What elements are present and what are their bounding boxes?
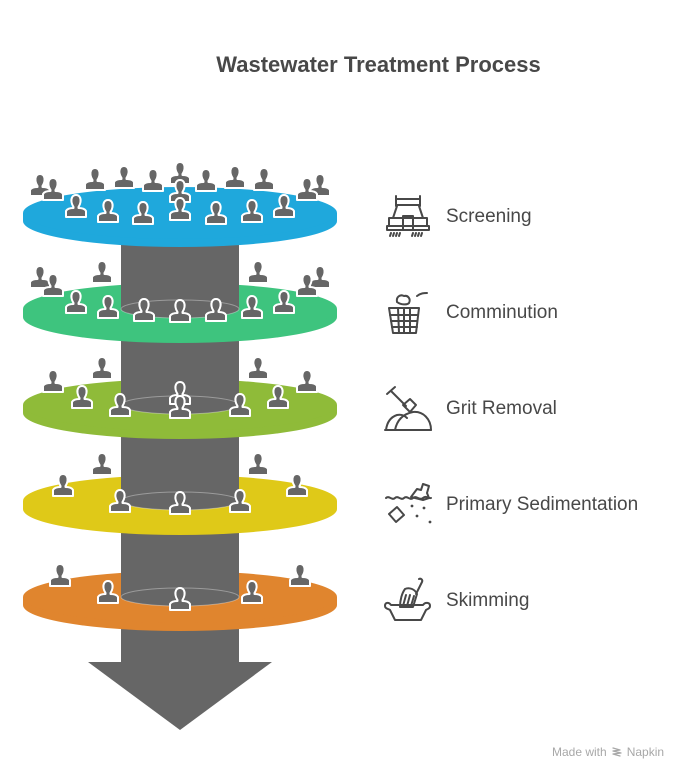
person-icon — [142, 168, 164, 192]
person-icon — [296, 369, 318, 393]
footer-made-with: Made with — [552, 745, 607, 759]
napkin-logo-icon — [612, 747, 622, 757]
shovel-sand-icon — [384, 386, 432, 431]
stage-disc-1 — [23, 161, 337, 247]
person-icon — [247, 260, 269, 284]
step-primary-sedimentation: Primary Sedimentation — [383, 480, 638, 530]
stage-disc-4 — [23, 452, 337, 535]
step-label: Skimming — [446, 590, 530, 611]
person-icon — [224, 165, 246, 189]
person-icon — [247, 356, 269, 380]
stage-disc-2 — [23, 260, 337, 343]
person-icon — [42, 369, 64, 393]
step-label: Screening — [446, 206, 532, 227]
person-icon — [91, 452, 113, 476]
skimming-bowl-icon — [384, 577, 431, 621]
person-icon — [289, 563, 311, 587]
diagram-title: Wastewater Treatment Process — [216, 52, 541, 77]
trash-basket-icon — [388, 292, 428, 334]
step-skimming: Skimming — [383, 576, 529, 626]
screening-machine-icon — [386, 195, 430, 237]
step-label: Grit Removal — [446, 398, 557, 419]
person-icon — [84, 167, 106, 191]
person-icon — [309, 265, 331, 289]
person-icon — [29, 265, 51, 289]
person-icon — [91, 356, 113, 380]
person-icon — [49, 563, 71, 587]
stage-disc-3 — [23, 356, 337, 439]
person-icon — [91, 260, 113, 284]
stage-disc-5 — [23, 557, 337, 631]
footer-attribution: Made with Napkin — [552, 745, 664, 759]
step-label: Primary Sedimentation — [446, 494, 639, 515]
footer-brand[interactable]: Napkin — [626, 745, 665, 759]
step-label: Comminution — [446, 302, 558, 323]
step-grit-removal: Grit Removal — [383, 384, 557, 434]
person-icon — [195, 168, 217, 192]
person-icon — [247, 452, 269, 476]
down-arrow-head — [88, 662, 272, 730]
step-comminution: Comminution — [383, 288, 558, 338]
person-icon — [113, 165, 135, 189]
step-screening: Screening — [383, 192, 532, 242]
sediment-particles-icon — [385, 483, 432, 524]
person-icon — [253, 167, 275, 191]
